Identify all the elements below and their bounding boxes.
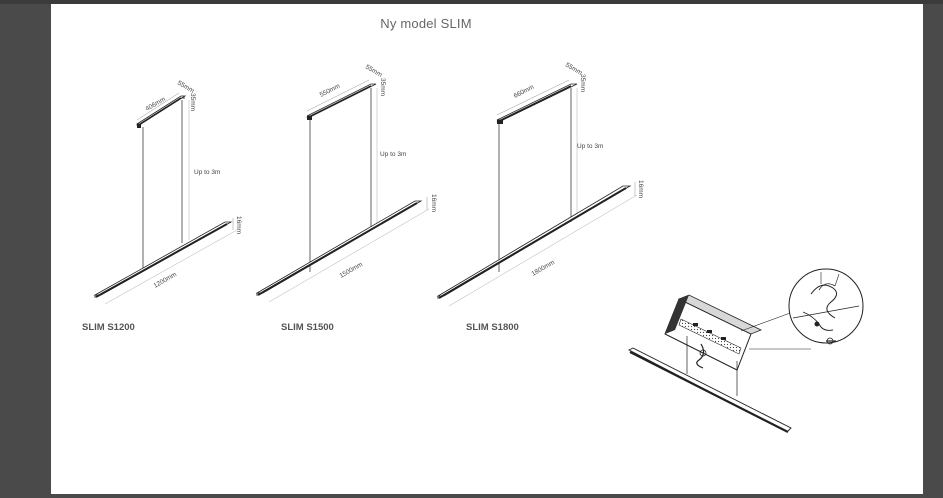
suspension-label: Up to 3m: [577, 143, 603, 150]
canopy: [496, 83, 578, 124]
profile-height-label: 16mm: [637, 180, 644, 198]
technical-drawing: 406mm 55mm 35mm Up to 3m 16mm 1200mm SLI…: [82, 62, 864, 433]
canopy-width-label: 55mm: [364, 64, 383, 79]
fixture-s1200: 406mm 55mm 35mm Up to 3m 16mm 1200mm SLI…: [82, 80, 242, 333]
length-label: 1800mm: [531, 259, 556, 278]
fixture-s1500: 550mm 55mm 35mm Up to 3m 16mm 1500mm SLI…: [255, 64, 437, 333]
canopy-height-label: 35mm: [579, 74, 586, 92]
model-name: SLIM S1200: [82, 322, 135, 333]
light-profile: [93, 221, 233, 298]
profile-height-label: 16mm: [235, 216, 242, 234]
canopy: [135, 95, 187, 128]
profile-height-label: 16mm: [430, 194, 437, 212]
length-label: 1500mm: [339, 261, 364, 280]
length-label: 1200mm: [153, 271, 178, 290]
light-profile: [436, 185, 632, 299]
model-name: SLIM S1500: [281, 322, 334, 333]
canopy-height-label: 35mm: [379, 78, 386, 96]
fixture-s1800: 660mm 55mm 35mm Up to 3m 16mm 1800mm SLI…: [436, 62, 644, 333]
page-title: Ny model SLIM: [380, 16, 472, 31]
canopy-detail-illustration: [628, 268, 864, 433]
canopy-length-label: 550mm: [319, 83, 342, 99]
canopy-length-label: 406mm: [145, 96, 167, 113]
suspension-label: Up to 3m: [194, 169, 220, 176]
suspension-label: Up to 3m: [380, 151, 406, 158]
canopy-height-label: 35mm: [189, 93, 196, 111]
document-page: Ny model SLIM 406mm 55mm 35mm: [51, 4, 923, 494]
canopy-length-label: 660mm: [513, 84, 536, 100]
model-name: SLIM S1800: [466, 322, 519, 333]
light-profile: [255, 200, 423, 296]
viewer-top-strip: [0, 0, 943, 4]
canopy: [306, 83, 377, 120]
